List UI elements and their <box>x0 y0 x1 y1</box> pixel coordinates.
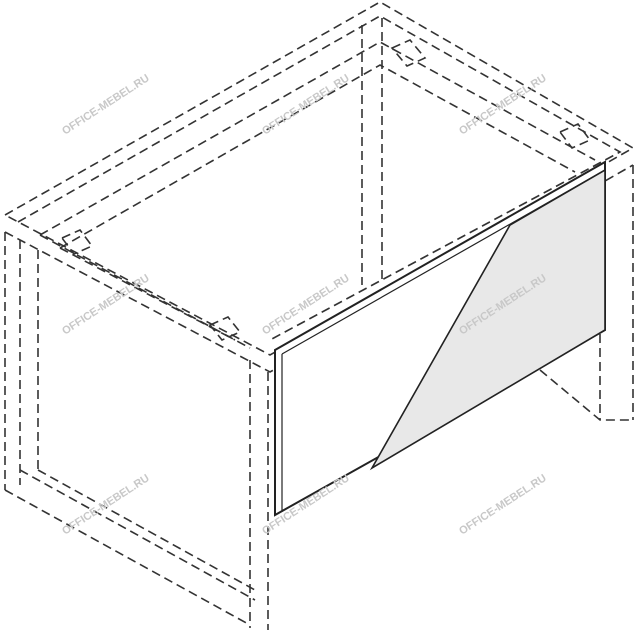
watermark-text: OFFICE-MEBEL.RU <box>260 72 352 137</box>
watermark-text: OFFICE-MEBEL.RU <box>60 272 152 337</box>
modesty-panel <box>274 160 606 517</box>
watermark-text: OFFICE-MEBEL.RU <box>60 472 152 537</box>
desk-frame-dashed <box>3 1 635 630</box>
watermark-text: OFFICE-MEBEL.RU <box>457 472 549 537</box>
watermark-text: OFFICE-MEBEL.RU <box>60 72 152 137</box>
